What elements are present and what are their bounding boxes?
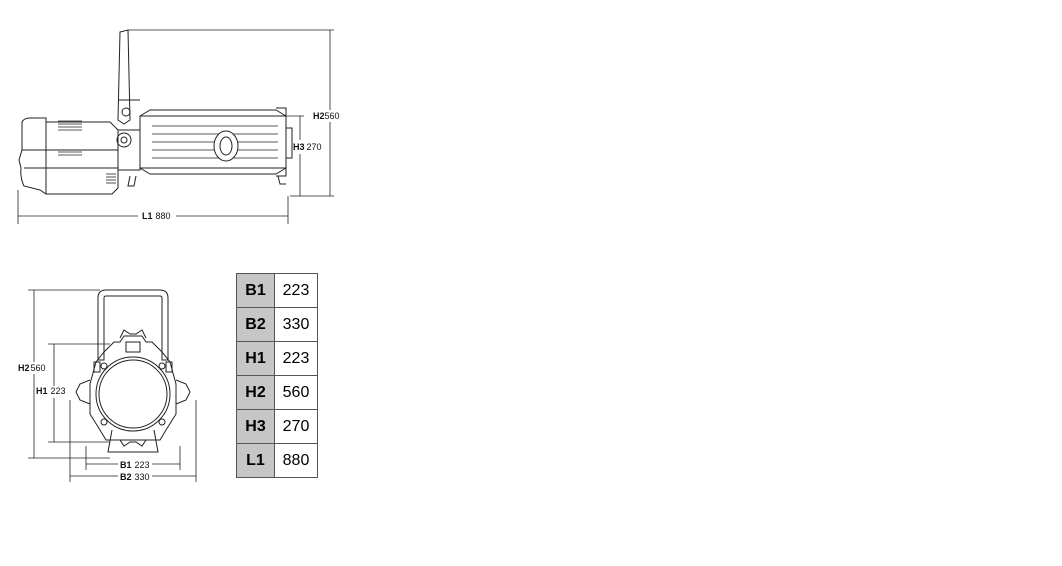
side-view-luminaire	[18, 29, 293, 195]
table-row: H2 560	[236, 375, 318, 410]
table-row: H3 270	[236, 409, 318, 444]
front-h2-label: H2560	[18, 363, 46, 373]
spec-value: 223	[274, 273, 318, 308]
spec-value: 560	[274, 375, 318, 410]
spec-value: 880	[274, 443, 318, 478]
spec-key: B1	[236, 273, 275, 308]
spec-key: L1	[236, 443, 275, 478]
side-h2-label: H2560	[313, 111, 340, 121]
spec-value: 330	[274, 307, 318, 342]
spec-value: 270	[274, 409, 318, 444]
side-view-dimension-lines	[17, 29, 334, 224]
spec-key: B2	[236, 307, 275, 342]
table-row: B2 330	[236, 307, 318, 342]
table-row: H1 223	[236, 341, 318, 376]
table-row: B1 223	[236, 273, 318, 308]
spec-key: H2	[236, 375, 275, 410]
front-view-luminaire	[75, 289, 191, 453]
front-view-dimension-lines	[28, 289, 197, 482]
dimension-spec-table: B1 223 B2 330 H1 223 H2 560 H3 270 L1 88…	[236, 273, 318, 478]
table-row: L1 880	[236, 443, 318, 478]
spec-value: 223	[274, 341, 318, 376]
spec-key: H1	[236, 341, 275, 376]
spec-key: H3	[236, 409, 275, 444]
